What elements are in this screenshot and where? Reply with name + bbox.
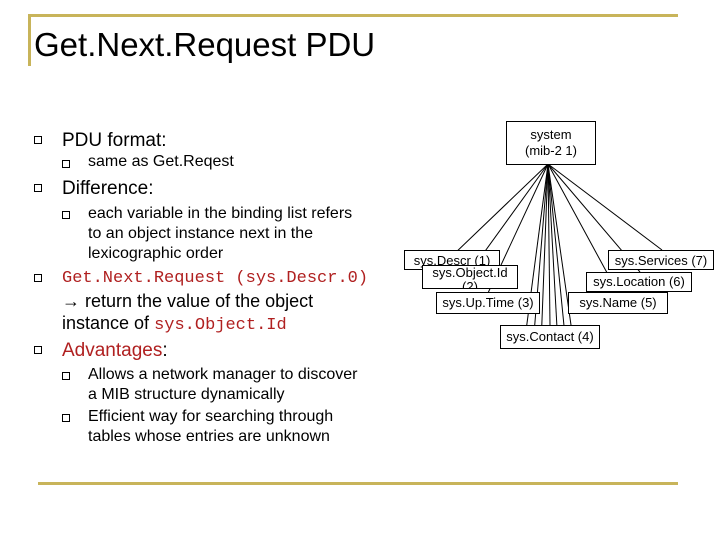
slide-title: Get.Next.Request PDU — [34, 26, 376, 63]
bullet-marker — [34, 346, 42, 354]
sub-bullet-same-as-getrequest: same as Get.Reqest — [88, 153, 234, 170]
sysObjectId-label: sys.Object.Id — [432, 265, 508, 280]
getnext-code: Get.Next.Request (sys.Descr.0) — [62, 269, 369, 288]
advantages-colon: : — [162, 340, 168, 361]
adv1-line-1: Allows a network manager to discover — [88, 366, 358, 383]
getnext-return-text: return the value of the object — [80, 291, 314, 311]
arrow-icon: → — [62, 291, 80, 311]
title-frame-horizontal — [28, 14, 678, 17]
root-label: system — [530, 127, 572, 142]
bullet-marker — [34, 274, 42, 282]
edge-to-sysDescr — [451, 163, 549, 257]
bullet-advantages: Advantages: — [62, 340, 168, 362]
sub-bullet-difference-text: each variable in the binding list refers… — [88, 204, 392, 264]
edge-to-sysName — [547, 163, 619, 294]
adv1-line-2: a MIB structure dynamically — [88, 386, 285, 403]
bullet-getnext-example: Get.Next.Request (sys.Descr.0) → return … — [62, 268, 392, 337]
bullet-marker — [62, 372, 70, 380]
edge-lower-5 — [547, 163, 567, 347]
node-sysObjectId: sys.Object.Id (2) — [422, 265, 518, 289]
node-sysLocation: sys.Location (6) — [586, 272, 692, 292]
edge-lower-1 — [523, 163, 549, 347]
root-oid: (mib-2 1) — [524, 143, 577, 158]
bullet-difference: Difference: — [62, 178, 154, 199]
sub-bullet-adv-1: Allows a network manager to discover a M… — [88, 365, 392, 405]
sub-bullet-adv-2: Efficient way for searching through tabl… — [88, 407, 392, 447]
edge-to-sysServices — [547, 163, 663, 251]
node-system-root: system (mib-2 1) — [506, 121, 596, 165]
difference-line-2: to an object instance next in the — [88, 225, 314, 242]
getnext-instance-code: sys.Object.Id — [154, 316, 287, 335]
getnext-instance-prefix: instance of — [62, 313, 155, 333]
difference-line-1: each variable in the binding list refers — [88, 205, 353, 222]
adv2-line-2: tables whose entries are unknown — [88, 428, 330, 445]
edge-to-sysContact — [547, 163, 551, 326]
bullet-marker — [62, 160, 70, 168]
difference-line-3: lexicographic order — [88, 245, 224, 262]
getnext-return-line: → return the value of the object — [62, 290, 392, 312]
node-sysName: sys.Name (5) — [568, 292, 668, 314]
bottom-rule — [38, 482, 678, 485]
adv2-line-1: Efficient way for searching through — [88, 408, 334, 425]
edge-lower-6 — [547, 163, 575, 347]
bullet-pdu-format: PDU format: — [62, 130, 167, 151]
advantages-label: Advantages — [62, 340, 163, 361]
edge-lower-4 — [547, 163, 559, 347]
bullet-marker — [62, 414, 70, 422]
bullet-marker — [62, 211, 70, 219]
node-sysContact: sys.Contact (4) — [500, 325, 600, 349]
node-sysUpTime: sys.Up.Time (3) — [436, 292, 540, 314]
title-frame-vertical — [28, 14, 31, 66]
node-sysServices: sys.Services (7) — [608, 250, 714, 270]
bullet-marker — [34, 136, 42, 144]
bullet-marker — [34, 184, 42, 192]
edge-lower-2 — [532, 163, 549, 347]
getnext-instance-line: instance of sys.Object.Id — [62, 312, 392, 337]
sysObjectId-oid: (2) — [462, 279, 478, 289]
edge-lower-3 — [540, 163, 549, 347]
